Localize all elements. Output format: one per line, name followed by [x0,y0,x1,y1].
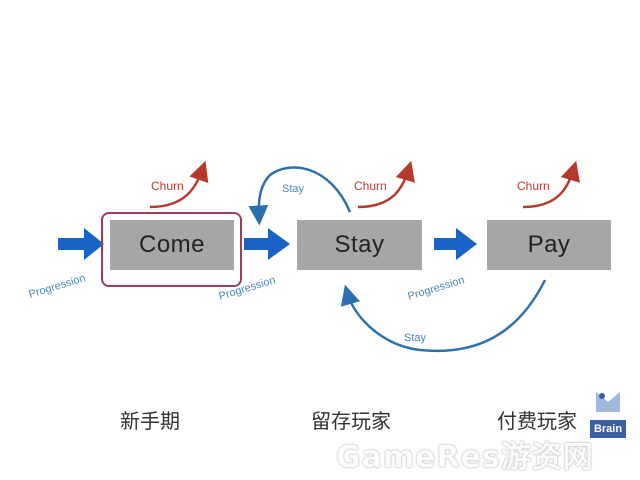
progression-arrow-stay-pay [434,228,477,260]
brain-logo-text: Brain [590,420,626,438]
stay-box: Stay [297,220,422,270]
progression-label-1: Progression [27,272,87,301]
progression-label-3: Progression [406,274,466,303]
brain-logo-icon [596,392,620,412]
churn-arrow-come [149,160,209,209]
stay-return-arrow [340,279,547,353]
come-box: Come [110,220,234,270]
churn-label-1: Churn [151,179,184,193]
come-highlight-frame [101,212,242,287]
stage-label-newbie: 新手期 [120,409,180,433]
stay-loop-label: Stay [282,183,305,195]
progression-arrow-come-stay [244,228,290,260]
pay-box: Pay [487,220,611,270]
churn-arrow-pay [522,160,580,209]
stage-label-retained: 留存玩家 [311,409,391,433]
stay-return-label: Stay [404,332,427,344]
churn-label-3: Churn [517,179,550,193]
progression-arrow-entry [58,228,104,260]
stay-loop-arrow [248,166,352,226]
brain-logo: Brain [590,390,626,452]
churn-arrow-stay [357,160,415,209]
stage-label-paying: 付费玩家 [497,409,577,433]
watermark: GameRes游资网 [336,440,594,475]
churn-label-2: Churn [354,179,387,193]
